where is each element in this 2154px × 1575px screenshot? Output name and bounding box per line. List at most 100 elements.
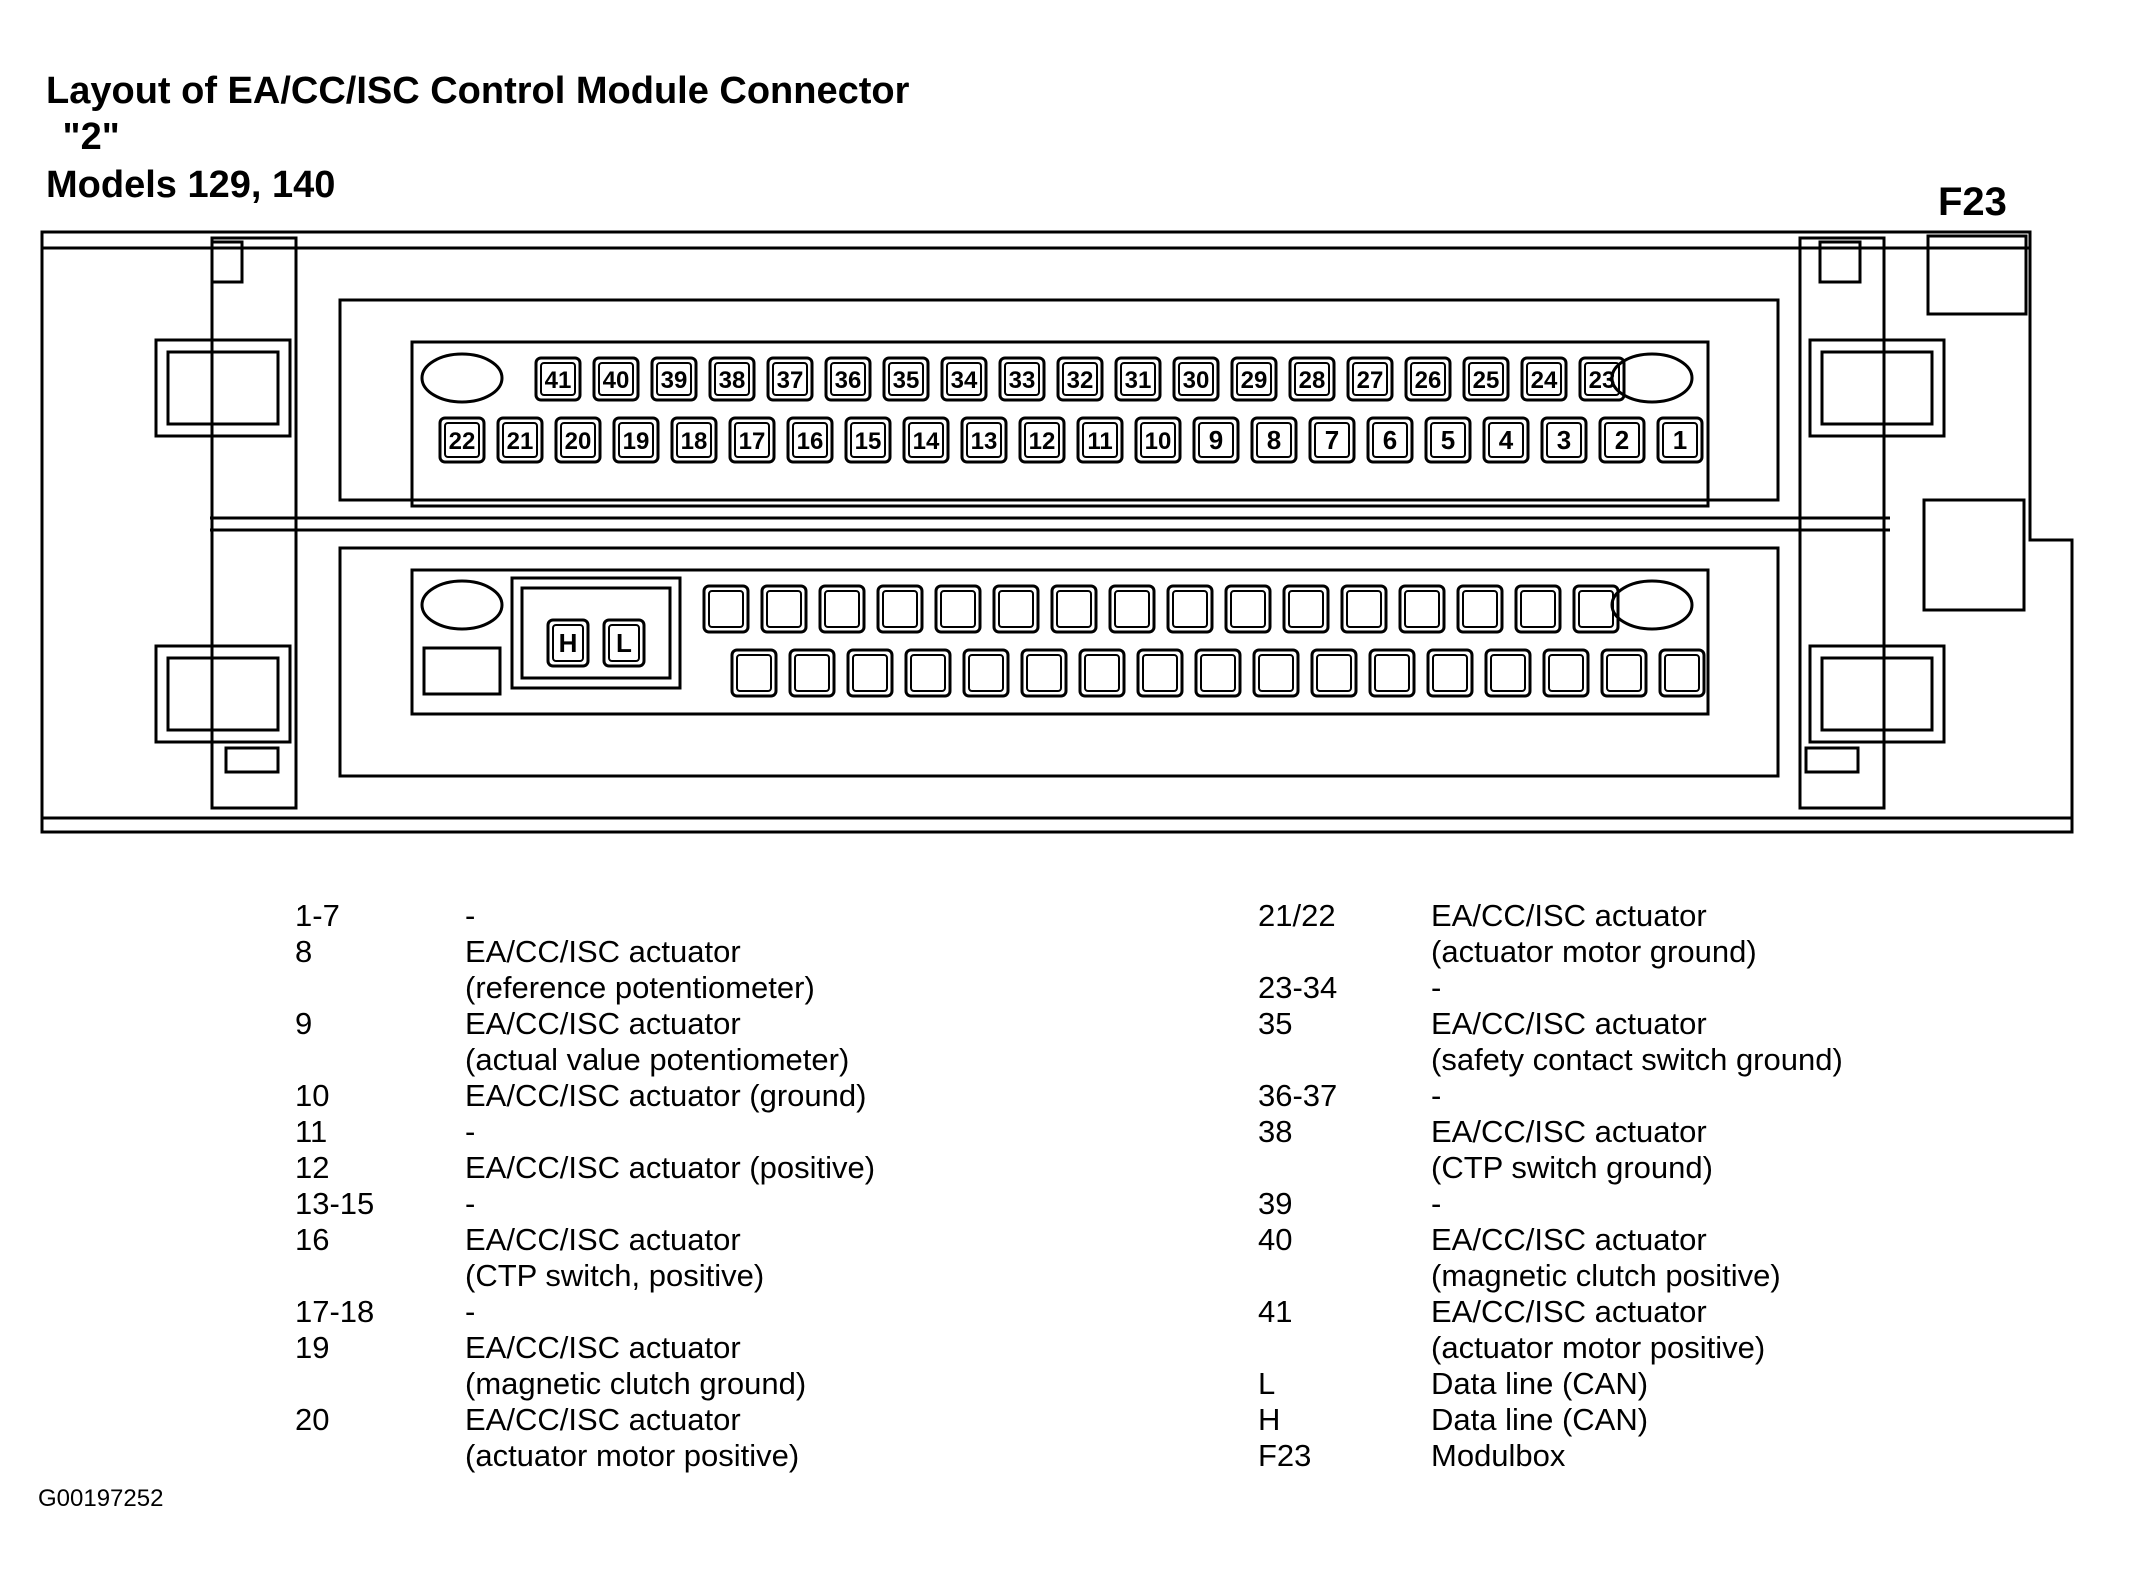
right-clip-lower [1808,644,1946,744]
pin-number: L [616,628,632,658]
key-oval-upper-right [1610,352,1694,404]
pin-number: 26 [1415,367,1442,394]
socket-upper-row [934,584,982,634]
legend-pin: 11 [295,1114,328,1149]
left-clip-upper-inner [166,350,280,426]
right-clip-upper [1808,338,1946,438]
legend-row: 13-15- [295,1186,875,1222]
pin-number: 35 [893,367,920,394]
key-oval-upper-left [420,352,504,404]
left-clip-lower [154,644,292,744]
legend-description-line: - [465,1114,476,1149]
pin-24: 24 [1520,356,1568,402]
legend-description: - [1431,1186,1441,1222]
pin-number: 17 [739,428,766,455]
can-pin-h: H [546,618,590,668]
legend-description-line: EA/CC/ISC actuator [1431,1294,1707,1329]
pin-number: 2 [1615,425,1629,455]
socket-upper-row [1514,584,1562,634]
pin-25: 25 [1462,356,1510,402]
legend-description-line: (reference potentiometer) [465,970,815,1005]
legend-pin: 10 [295,1078,330,1113]
socket-lower-row [788,648,836,698]
legend-description: - [1431,970,1441,1006]
legend-description-line: EA/CC/ISC actuator [465,1006,741,1041]
legend-description-line: (actuator motor positive) [1431,1330,1766,1365]
legend-pin: H [1258,1402,1281,1437]
pin-number: 8 [1267,425,1281,455]
legend-description: EA/CC/ISC actuator (positive) [465,1150,875,1186]
legend-description: EA/CC/ISC actuator(magnetic clutch groun… [465,1330,806,1402]
legend-row: H Data line (CAN) [1258,1402,1843,1438]
pin-39: 39 [650,356,698,402]
legend-description-line: Data line (CAN) [1431,1402,1649,1437]
legend-description: - [465,1114,475,1150]
socket-upper-row [992,584,1040,634]
right-latch-column [1798,236,1886,810]
socket-lower-row [1542,648,1590,698]
socket-upper-row [1108,584,1156,634]
legend-description-line: EA/CC/ISC actuator [465,1402,741,1437]
pin-16: 16 [786,416,834,464]
pin-number: 27 [1357,367,1384,394]
legend-pin: 16 [295,1222,330,1257]
socket-lower-row [1368,648,1416,698]
legend-pin: 23-34 [1258,970,1338,1005]
legend-pin: F23 [1258,1438,1312,1473]
legend-description-line: EA/CC/ISC actuator [1431,1006,1707,1041]
pin-13: 13 [960,416,1008,464]
legend-description: EA/CC/ISC actuator(safety contact switch… [1431,1006,1843,1078]
legend-pin: 20 [295,1402,330,1437]
pin-number: 13 [971,428,998,455]
legend-description: - [465,898,475,934]
socket-upper-row [1456,584,1504,634]
pin-number: 34 [951,367,978,394]
lower-pin-group [702,584,1706,698]
legend-pin: 36-37 [1258,1078,1338,1113]
diagram-title: Layout of EA/CC/ISC Control Module Conne… [46,70,910,112]
legend-pin: 9 [295,1006,313,1041]
pin-number: 24 [1531,367,1558,394]
pin-23: 23 [1578,356,1626,402]
pin-number: 23 [1589,367,1616,394]
socket-lower-row [1426,648,1474,698]
pin-number: 33 [1009,367,1036,394]
socket-lower-row [1658,648,1706,698]
module-box-outline [1926,234,2028,316]
pin-number: 12 [1029,428,1056,455]
legend-row: 17-18- [295,1294,875,1330]
legend-description-line: - [465,1186,476,1221]
pin-4: 4 [1482,416,1530,464]
legend-pin: 17-18 [295,1294,375,1329]
legend-description: EA/CC/ISC actuator(magnetic clutch posit… [1431,1222,1781,1294]
legend-description-line: (CTP switch, positive) [465,1258,765,1293]
pin-11: 11 [1076,416,1124,464]
socket-lower-row [1194,648,1242,698]
pin-number: 41 [545,367,572,394]
pin-34: 34 [940,356,988,402]
legend-description: EA/CC/ISC actuator(CTP switch ground) [1431,1114,1713,1186]
pin-number: 20 [565,428,592,455]
pin-number: 1 [1673,425,1687,455]
pin-12: 12 [1018,416,1066,464]
legend-pin: 12 [295,1150,330,1185]
pin-number: 14 [913,428,940,455]
socket-lower-row [904,648,952,698]
socket-lower-row [730,648,778,698]
pin-number: 9 [1209,425,1223,455]
pin-9: 9 [1192,416,1240,464]
legend-description: EA/CC/ISC actuator(actual value potentio… [465,1006,849,1078]
pin-number: 16 [797,428,824,455]
pin-number: 21 [507,428,534,455]
pin-number: 22 [449,428,476,455]
pin-33: 33 [998,356,1046,402]
legend-row: 1-7- [295,898,875,934]
legend-pin: 41 [1258,1294,1293,1329]
pin-37: 37 [766,356,814,402]
